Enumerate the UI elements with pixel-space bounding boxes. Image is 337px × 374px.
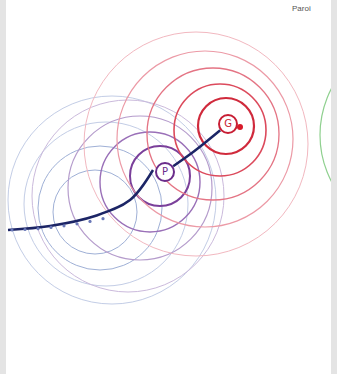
wave-front [32, 100, 224, 292]
panel [6, 0, 331, 374]
wave-front [198, 98, 254, 154]
wave-front [53, 170, 137, 254]
wave-front [174, 84, 266, 176]
position-dot [23, 228, 26, 231]
position-dot [101, 217, 104, 220]
point-label: G [224, 119, 232, 129]
wave-front [38, 146, 162, 270]
wall-label: Paroi [292, 4, 311, 13]
point-circle: G [218, 114, 238, 134]
position-dot [36, 227, 39, 230]
wave-front [117, 51, 293, 227]
trajectory-segment [173, 130, 220, 166]
position-dot [88, 220, 91, 223]
position-dot [75, 222, 78, 225]
trajectory [8, 170, 153, 230]
point-circle: P [155, 162, 175, 182]
wave-front [84, 32, 308, 256]
position-dot [62, 224, 65, 227]
point-label: P [162, 167, 168, 177]
position-dot [49, 226, 52, 229]
reflected-wave [320, 35, 331, 235]
wave-front [100, 132, 200, 232]
position-dot [10, 228, 13, 231]
wave-front [147, 68, 279, 200]
